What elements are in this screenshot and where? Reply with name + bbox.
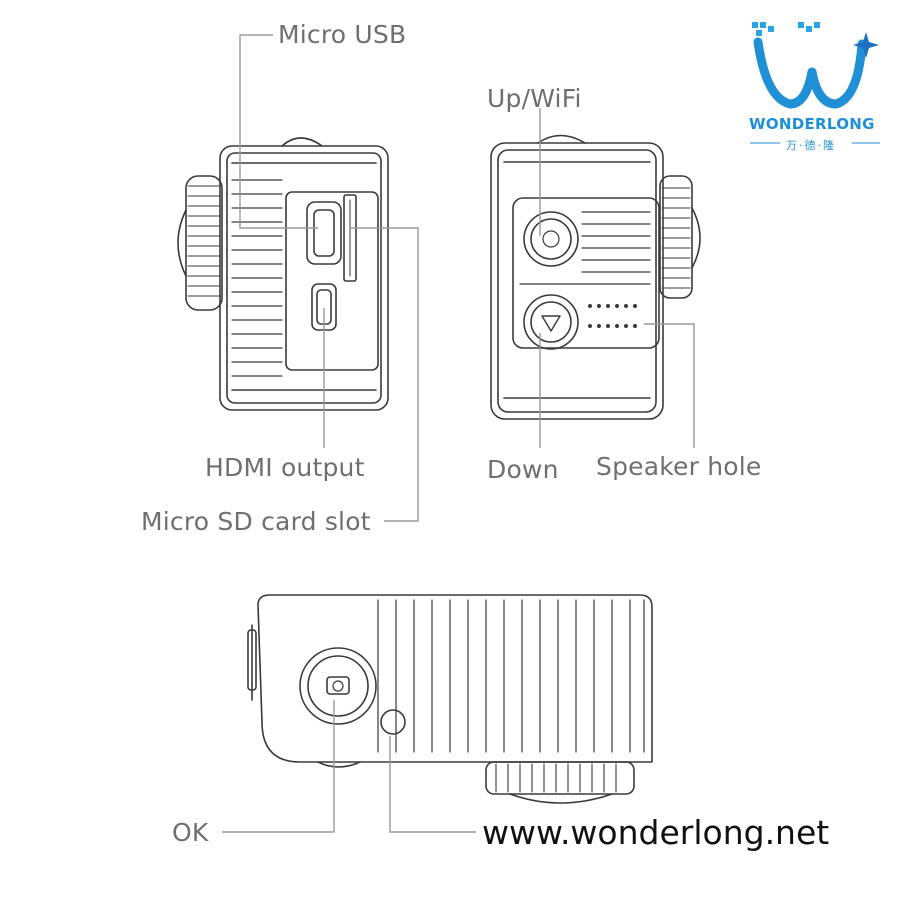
micro-sd-card-slot-label: Micro SD card slot: [141, 507, 371, 536]
down-label: Down: [487, 455, 559, 484]
camera-top-view: [247, 594, 653, 804]
website-watermark: www.wonderlong.net: [482, 813, 830, 852]
camera-side-view-ports: [177, 137, 389, 411]
w-letter-star-logo: [750, 22, 880, 144]
brand-chinese-name: 万·德·隆: [786, 139, 836, 152]
hdmi-output-label: HDMI output: [205, 453, 365, 482]
camera-side-view-buttons: [490, 134, 701, 420]
brand-name: WONDERLONG: [749, 115, 875, 133]
ok-label: OK: [172, 818, 209, 847]
up-wifi-label: Up/WiFi: [487, 84, 582, 113]
leader-lines: [222, 34, 695, 833]
speaker-hole-label: Speaker hole: [596, 452, 762, 481]
micro-usb-label: Micro USB: [278, 20, 407, 49]
